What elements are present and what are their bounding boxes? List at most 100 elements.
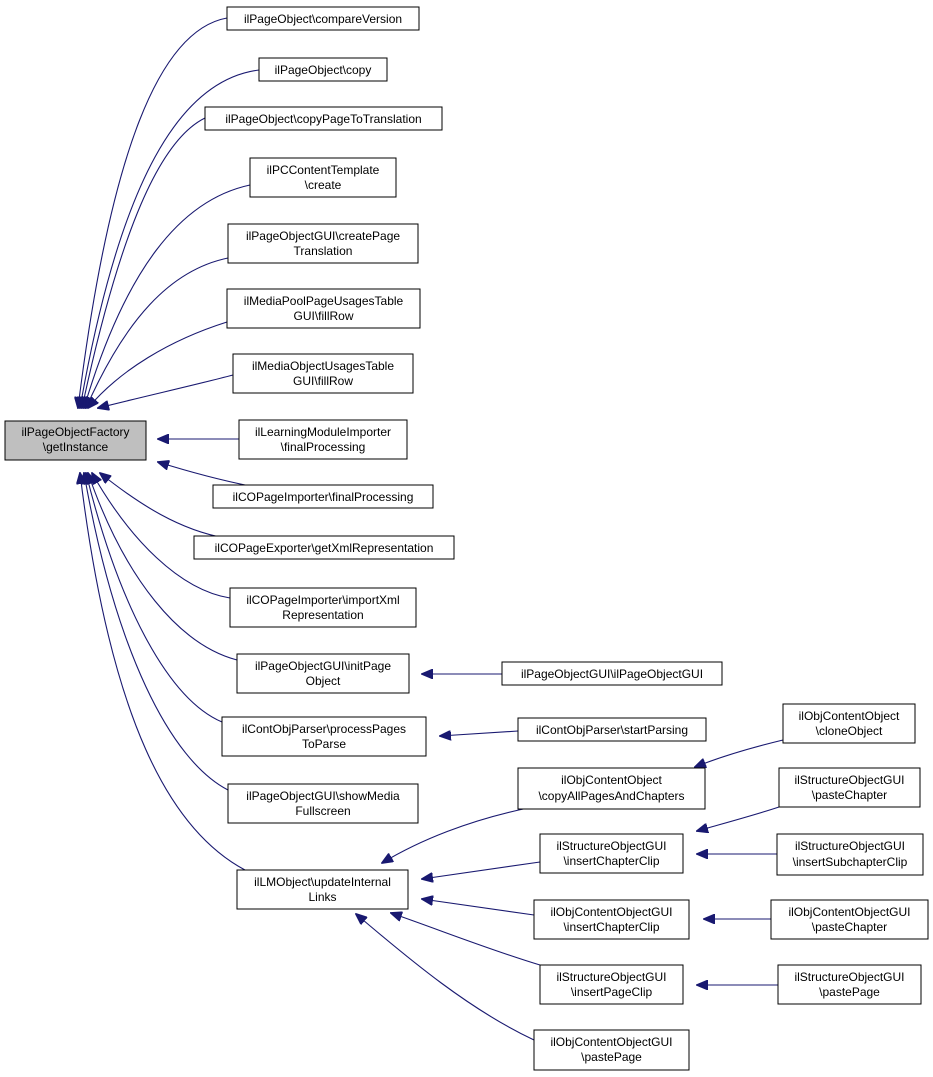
node-contenttemplate-create[interactable]: ilPCContentTemplate \create bbox=[249, 157, 397, 198]
node-copyallpagesandchapters[interactable]: ilObjContentObject \copyAllPagesAndChapt… bbox=[517, 767, 706, 810]
edge-updateinternallinks-to-getinstance bbox=[80, 473, 246, 871]
node-label-line: ilPageObjectGUI\showMedia bbox=[246, 789, 400, 803]
node-label-line: Object bbox=[306, 674, 341, 688]
node-label-line: ilPCContentTemplate bbox=[267, 163, 380, 177]
node-showmedia[interactable]: ilPageObjectGUI\showMedia Fullscreen bbox=[227, 783, 419, 824]
node-label-line: Representation bbox=[282, 608, 363, 622]
node-label-line: \create bbox=[305, 178, 342, 192]
node-label-line: ilMediaPoolPageUsagesTable bbox=[244, 294, 404, 308]
node-initpageobject[interactable]: ilPageObjectGUI\initPage Object bbox=[236, 653, 410, 694]
edge-s-pastechapter-to-s-insertchapterclip bbox=[697, 806, 780, 831]
node-copy[interactable]: ilPageObject\copy bbox=[258, 57, 388, 82]
node-importxml[interactable]: ilCOPageImporter\importXml Representatio… bbox=[229, 587, 417, 628]
edge-copyallpages-to-updatelinks bbox=[382, 807, 529, 863]
node-label-line: \pasteChapter bbox=[812, 788, 887, 802]
node-label-line: ilCOPageImporter\finalProcessing bbox=[233, 490, 414, 504]
edge-s-insertchapterclip-to-updatelinks bbox=[422, 861, 541, 879]
node-label-line: ToParse bbox=[302, 737, 346, 751]
edge-processpages-to-getinstance bbox=[86, 473, 223, 723]
node-insertsubchapterclip[interactable]: ilStructureObjectGUI \insertSubchapterCl… bbox=[776, 833, 924, 876]
node-label-line: GUI\fillRow bbox=[293, 374, 353, 388]
node-structure-insertchapterclip[interactable]: ilStructureObjectGUI \insertChapterClip bbox=[539, 833, 684, 874]
node-cloneobject[interactable]: ilObjContentObject \cloneObject bbox=[782, 703, 916, 744]
node-label-line: \pasteChapter bbox=[812, 920, 887, 934]
node-label-line: ilMediaObjectUsagesTable bbox=[252, 359, 394, 373]
edge-createpagetranslation-to-getinstance bbox=[86, 257, 229, 408]
node-mediapoolpageusages[interactable]: ilMediaPoolPageUsagesTable GUI\fillRow bbox=[226, 288, 421, 329]
edge-copageimporter-final-to-getinstance bbox=[158, 462, 251, 487]
node-label-line: ilStructureObjectGUI bbox=[794, 970, 904, 984]
node-label-line: ilStructureObjectGUI bbox=[795, 839, 905, 853]
edge-s-insertpageclip-to-updatelinks bbox=[391, 913, 541, 966]
node-copageimporter-final[interactable]: ilCOPageImporter\finalProcessing bbox=[212, 484, 434, 509]
node-label-line: ilPageObject\copyPageToTranslation bbox=[225, 112, 421, 126]
node-updateinternallinks[interactable]: ilLMObject\updateInternal Links bbox=[236, 869, 409, 910]
edge-copypagetotranslation-to-getinstance bbox=[82, 117, 206, 408]
edge-showmedia-to-getinstance bbox=[84, 473, 229, 791]
node-processpages[interactable]: ilContObjParser\processPages ToParse bbox=[221, 716, 427, 757]
node-label-line: ilPageObject\copy bbox=[275, 63, 372, 77]
node-compareversion[interactable]: ilPageObject\compareVersion bbox=[226, 6, 420, 31]
edge-initpageobject-to-getinstance bbox=[88, 473, 238, 661]
node-label-line: ilObjContentObject bbox=[561, 773, 662, 787]
node-label-line: ilObjContentObjectGUI bbox=[550, 1035, 672, 1049]
node-objcontent-pastechapter[interactable]: ilObjContentObjectGUI \pasteChapter bbox=[770, 899, 929, 940]
node-label-line: ilCOPageImporter\importXml bbox=[246, 593, 399, 607]
node-learningmoduleimporter[interactable]: ilLearningModuleImporter \finalProcessin… bbox=[238, 419, 408, 460]
node-label-line: ilObjContentObjectGUI bbox=[788, 905, 910, 919]
node-label-line: \insertChapterClip bbox=[563, 920, 659, 934]
node-label-line: \pastePage bbox=[581, 1050, 642, 1064]
node-label-line: GUI\fillRow bbox=[293, 309, 353, 323]
edges bbox=[78, 17, 784, 1041]
node-label-line: ilPageObject\compareVersion bbox=[244, 12, 402, 26]
node-structure-pastechapter[interactable]: ilStructureObjectGUI \pasteChapter bbox=[778, 767, 921, 808]
node-label-line: ilPageObjectGUI\initPage bbox=[255, 659, 391, 673]
node-getinstance-root[interactable]: ilPageObjectFactory \getInstance bbox=[4, 420, 147, 461]
node-ilpageobjectgui[interactable]: ilPageObjectGUI\ilPageObjectGUI bbox=[501, 661, 723, 686]
edge-contenttemplate-create-to-getinstance bbox=[84, 184, 251, 408]
node-label-line: Fullscreen bbox=[295, 804, 350, 818]
node-label-line: ilLMObject\updateInternal bbox=[254, 875, 391, 889]
node-label-line: \insertPageClip bbox=[571, 985, 653, 999]
node-label-line: ilLearningModuleImporter bbox=[255, 425, 391, 439]
node-structure-pastepage[interactable]: ilStructureObjectGUI \pastePage bbox=[777, 964, 922, 1005]
node-label-line: ilContObjParser\processPages bbox=[242, 722, 406, 736]
node-structure-insertpageclip[interactable]: ilStructureObjectGUI \insertPageClip bbox=[539, 964, 684, 1005]
edge-cloneobject-to-copyallpages bbox=[695, 739, 784, 767]
node-label-line: ilPageObjectGUI\ilPageObjectGUI bbox=[521, 667, 703, 681]
node-label-line: \pastePage bbox=[819, 985, 880, 999]
edge-mediapoolusages-to-getinstance bbox=[88, 321, 228, 408]
edge-importxml-to-getinstance bbox=[92, 473, 231, 599]
node-label-line: \finalProcessing bbox=[281, 440, 366, 454]
node-label-line: ilObjContentObject bbox=[799, 709, 900, 723]
node-label-line: ilCOPageExporter\getXmlRepresentation bbox=[215, 541, 434, 555]
node-label-line: ilStructureObjectGUI bbox=[556, 839, 666, 853]
node-label-line: ilPageObjectFactory bbox=[21, 425, 129, 439]
node-copypagetotranslation[interactable]: ilPageObject\copyPageToTranslation bbox=[204, 106, 443, 131]
edge-compareversion-to-getinstance bbox=[78, 17, 228, 408]
node-label-line: Translation bbox=[294, 244, 353, 258]
node-label-line: Links bbox=[308, 890, 336, 904]
node-objcontent-insertchapterclip[interactable]: ilObjContentObjectGUI \insertChapterClip bbox=[533, 899, 690, 940]
node-label-line: ilPageObjectGUI\createPage bbox=[246, 229, 400, 243]
node-createpagetranslation[interactable]: ilPageObjectGUI\createPage Translation bbox=[227, 223, 419, 264]
node-copageexporter[interactable]: ilCOPageExporter\getXmlRepresentation bbox=[193, 535, 455, 560]
edge-o-pastepage-to-updatelinks bbox=[356, 914, 535, 1041]
node-label-line: \insertSubchapterClip bbox=[793, 855, 908, 869]
node-startparsing[interactable]: ilContObjParser\startParsing bbox=[517, 717, 707, 742]
edge-copageexporter-to-getinstance bbox=[100, 473, 226, 539]
node-mediaobjectusages[interactable]: ilMediaObjectUsagesTable GUI\fillRow bbox=[232, 353, 414, 394]
node-label-line: \cloneObject bbox=[816, 724, 883, 738]
node-label-line: \getInstance bbox=[43, 440, 109, 454]
edge-mediaobjectusages-to-getinstance bbox=[98, 374, 234, 408]
nodes: ilPageObjectFactory \getInstance ilPageO… bbox=[4, 6, 929, 1071]
node-label-line: \insertChapterClip bbox=[563, 854, 659, 868]
node-objcontent-pastepage[interactable]: ilObjContentObjectGUI \pastePage bbox=[533, 1029, 690, 1071]
node-label-line: \copyAllPagesAndChapters bbox=[538, 789, 684, 803]
edge-startparsing-to-processpages bbox=[440, 731, 519, 736]
edge-o-insertchapterclip-to-updatelinks bbox=[422, 899, 535, 916]
node-label-line: ilStructureObjectGUI bbox=[556, 970, 666, 984]
node-label-line: ilStructureObjectGUI bbox=[794, 773, 904, 787]
edge-copy-to-getinstance bbox=[80, 69, 260, 408]
